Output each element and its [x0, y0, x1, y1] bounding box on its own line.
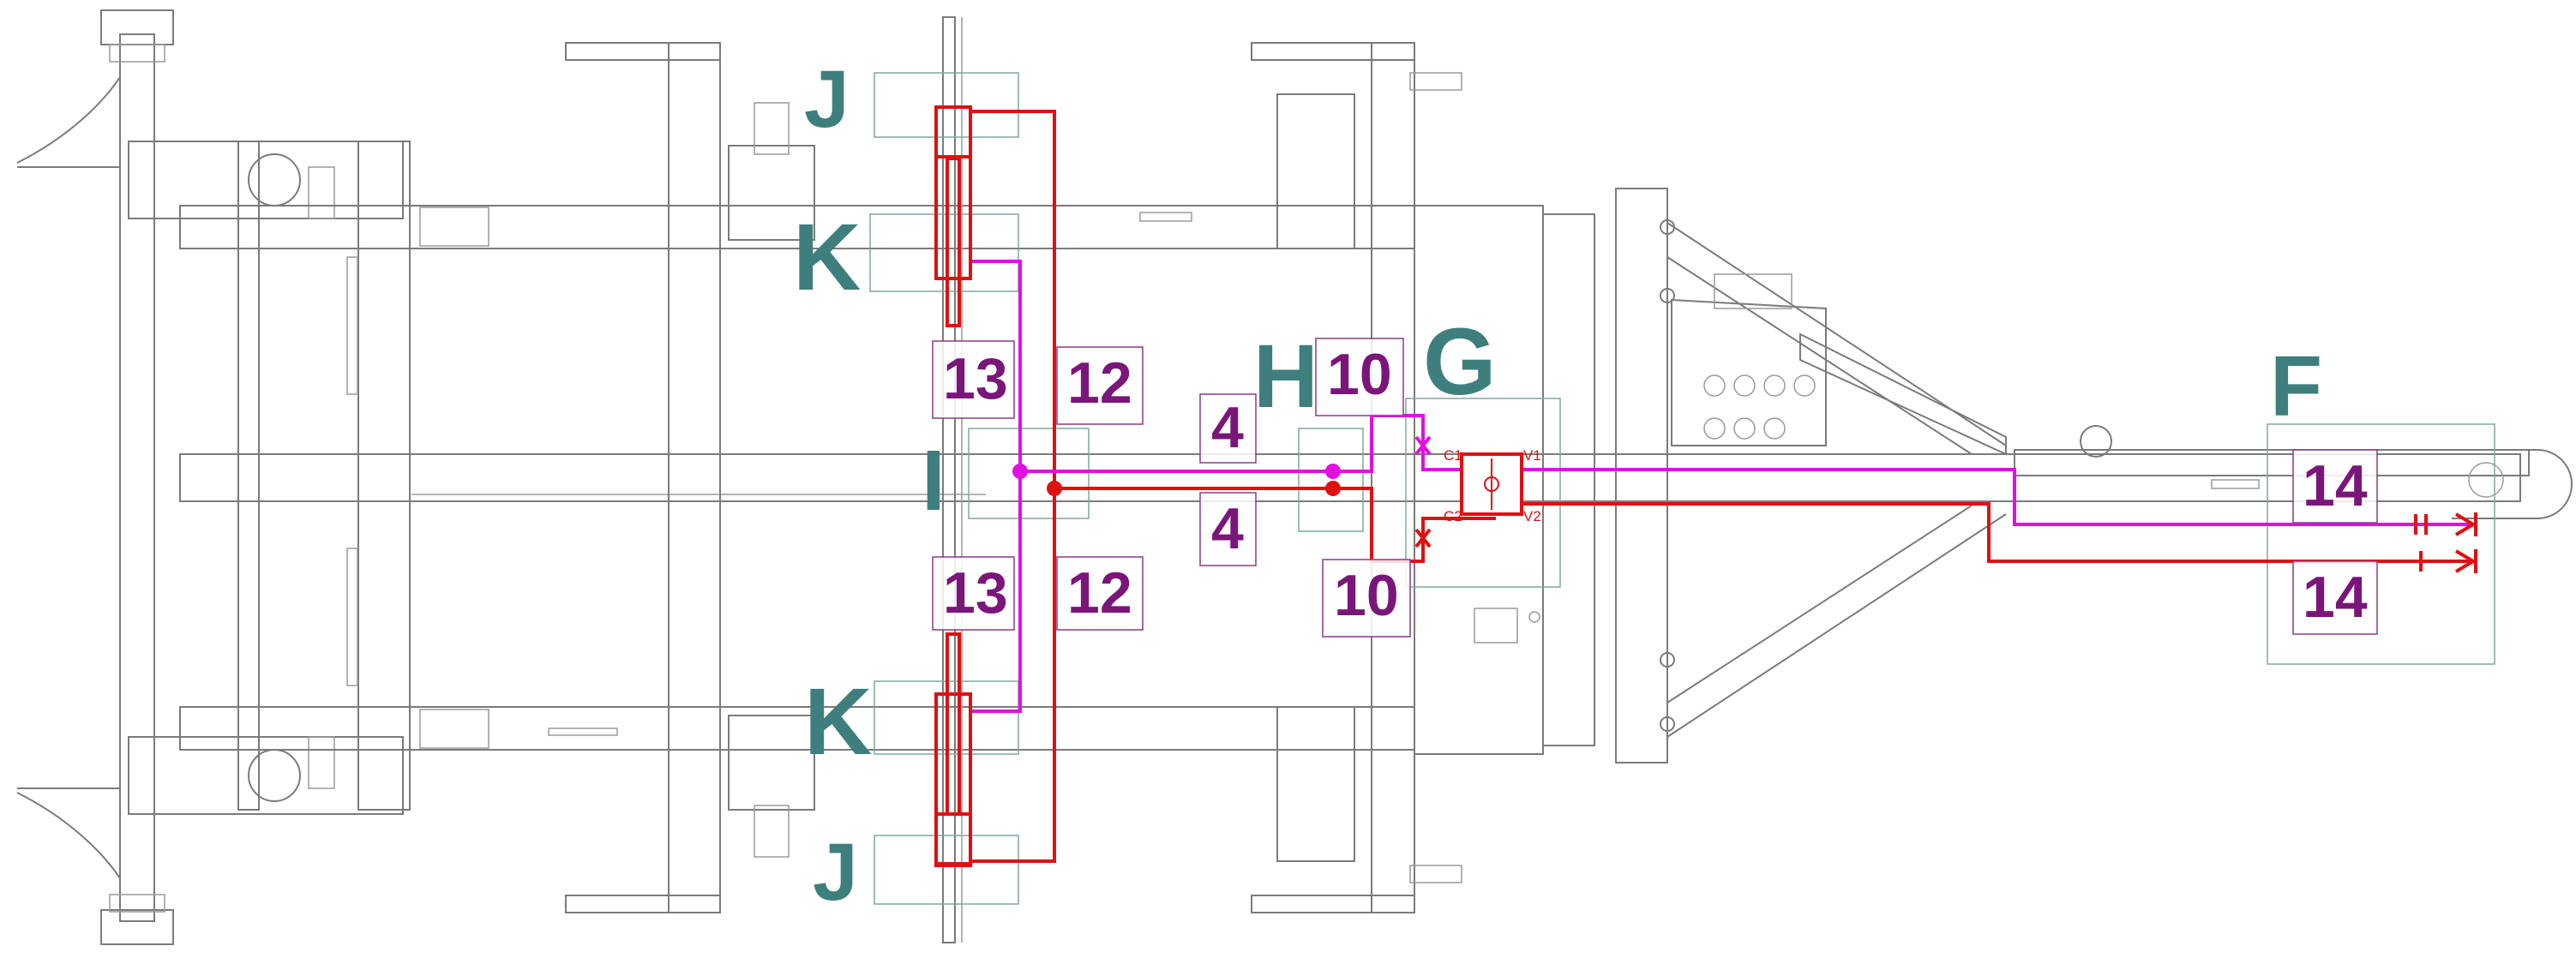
valve-port-c1: C1: [1444, 447, 1462, 464]
label-13-top: 13: [943, 346, 1008, 411]
junction-red-right: [1325, 481, 1341, 496]
label-h: H: [1253, 326, 1318, 427]
label-12-bottom: 12: [1067, 560, 1132, 626]
cut-mark-red: [1414, 528, 1432, 548]
junction-magenta-right: [1325, 464, 1341, 479]
number-labels: 13 12 10 4 4 13 12 10 14 14: [943, 342, 2368, 630]
label-10-bottom: 10: [1334, 563, 1399, 628]
zone-boxes: [869, 72, 2495, 905]
hydraulic-hoses: [969, 110, 2477, 863]
hose-red-pressure: [969, 110, 1056, 863]
label-g: G: [1423, 309, 1497, 415]
label-4-top: 4: [1211, 395, 1244, 460]
cylinder-top: [934, 105, 972, 280]
number-label-boxes: [932, 338, 2378, 638]
label-12-top: 12: [1067, 350, 1132, 416]
cylinder-bottom: [934, 692, 972, 867]
valve-port-c2: C2: [1444, 508, 1462, 524]
coupler-magenta: [2414, 512, 2477, 536]
coupler-red: [2419, 549, 2477, 573]
cut-mark-magenta: [1414, 435, 1432, 456]
label-f: F: [2270, 338, 2322, 434]
label-k-top: K: [793, 205, 861, 310]
label-k-bottom: K: [804, 669, 872, 775]
junction-red-left: [1047, 481, 1062, 496]
label-j-bottom: J: [813, 827, 858, 918]
valve-port-v1: V1: [1523, 447, 1541, 464]
label-13-bottom: 13: [943, 560, 1008, 626]
machine-frame: [16, 9, 2573, 945]
label-4-bottom: 4: [1211, 496, 1244, 561]
label-14-top: 14: [2303, 453, 2368, 518]
label-14-bottom: 14: [2303, 565, 2368, 630]
label-j-top: J: [804, 54, 850, 145]
label-i: I: [922, 433, 946, 529]
valve-block: C1 V1 C2 V2: [1444, 447, 1541, 524]
junction-magenta-left: [1012, 464, 1028, 479]
hose-magenta-return: [969, 260, 1022, 713]
letter-labels: J K H G F I K J: [793, 54, 2322, 918]
cylinders: [934, 105, 972, 867]
valve-port-v2: V2: [1523, 508, 1541, 524]
label-10-top: 10: [1327, 342, 1392, 407]
